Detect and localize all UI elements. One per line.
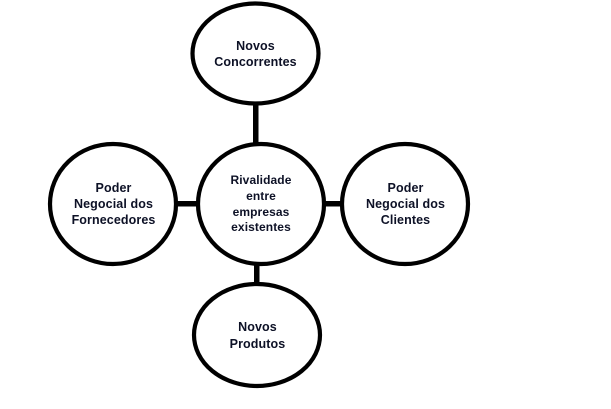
connector-center-bottom (254, 258, 260, 290)
node-ellipse-rivalidade[interactable] (195, 141, 327, 267)
node-ellipse-novos-produtos[interactable] (191, 281, 323, 389)
connector-group (172, 99, 346, 290)
connector-center-left (172, 201, 202, 207)
node-ellipse-poder-negocial-fornecedores[interactable] (47, 141, 179, 267)
node-ellipse-novos-concorrentes[interactable] (190, 1, 321, 106)
connector-center-top (253, 99, 259, 149)
connector-center-right (319, 201, 346, 207)
node-ellipse-poder-negocial-clientes[interactable] (339, 141, 471, 267)
